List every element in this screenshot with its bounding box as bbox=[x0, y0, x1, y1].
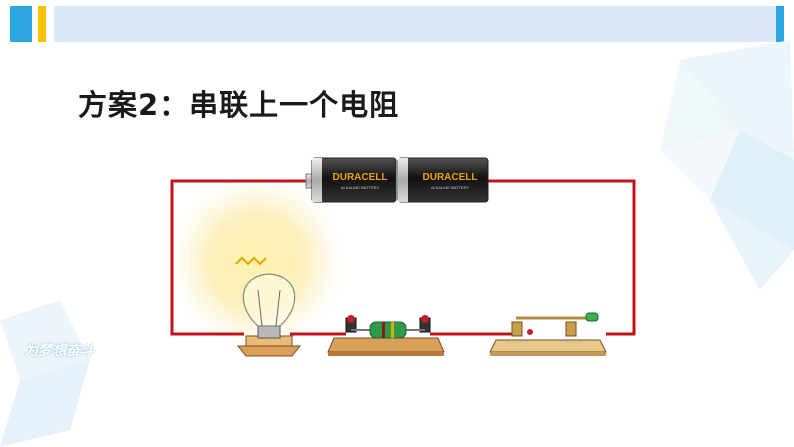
battery-brand: DURACELL bbox=[423, 172, 478, 183]
battery-sub: ALKALINE BATTERY bbox=[341, 185, 380, 190]
knife-switch bbox=[489, 312, 607, 356]
battery-sub: ALKALINE BATTERY bbox=[431, 185, 470, 190]
light-bulb bbox=[235, 256, 302, 357]
battery-left: DURACELL ALKALINE BATTERY bbox=[305, 157, 397, 203]
blue-block bbox=[10, 6, 32, 42]
logo-text: 为梦想奋斗 bbox=[24, 343, 94, 359]
top-decor-bar bbox=[0, 0, 794, 44]
polygon-decoration-right bbox=[660, 40, 794, 290]
blue-edge-block bbox=[776, 6, 784, 42]
battery-right: DURACELL ALKALINE BATTERY bbox=[397, 157, 489, 203]
wire-right bbox=[488, 179, 636, 336]
polygon-decoration-left bbox=[0, 300, 90, 447]
wires bbox=[170, 179, 636, 336]
yellow-block bbox=[38, 6, 46, 42]
battery-brand: DURACELL bbox=[333, 172, 388, 183]
light-blue-strip bbox=[54, 6, 776, 42]
page-title: 方案2：串联上一个电阻 bbox=[78, 88, 400, 122]
wire-left bbox=[170, 179, 312, 336]
resistor bbox=[327, 315, 445, 356]
